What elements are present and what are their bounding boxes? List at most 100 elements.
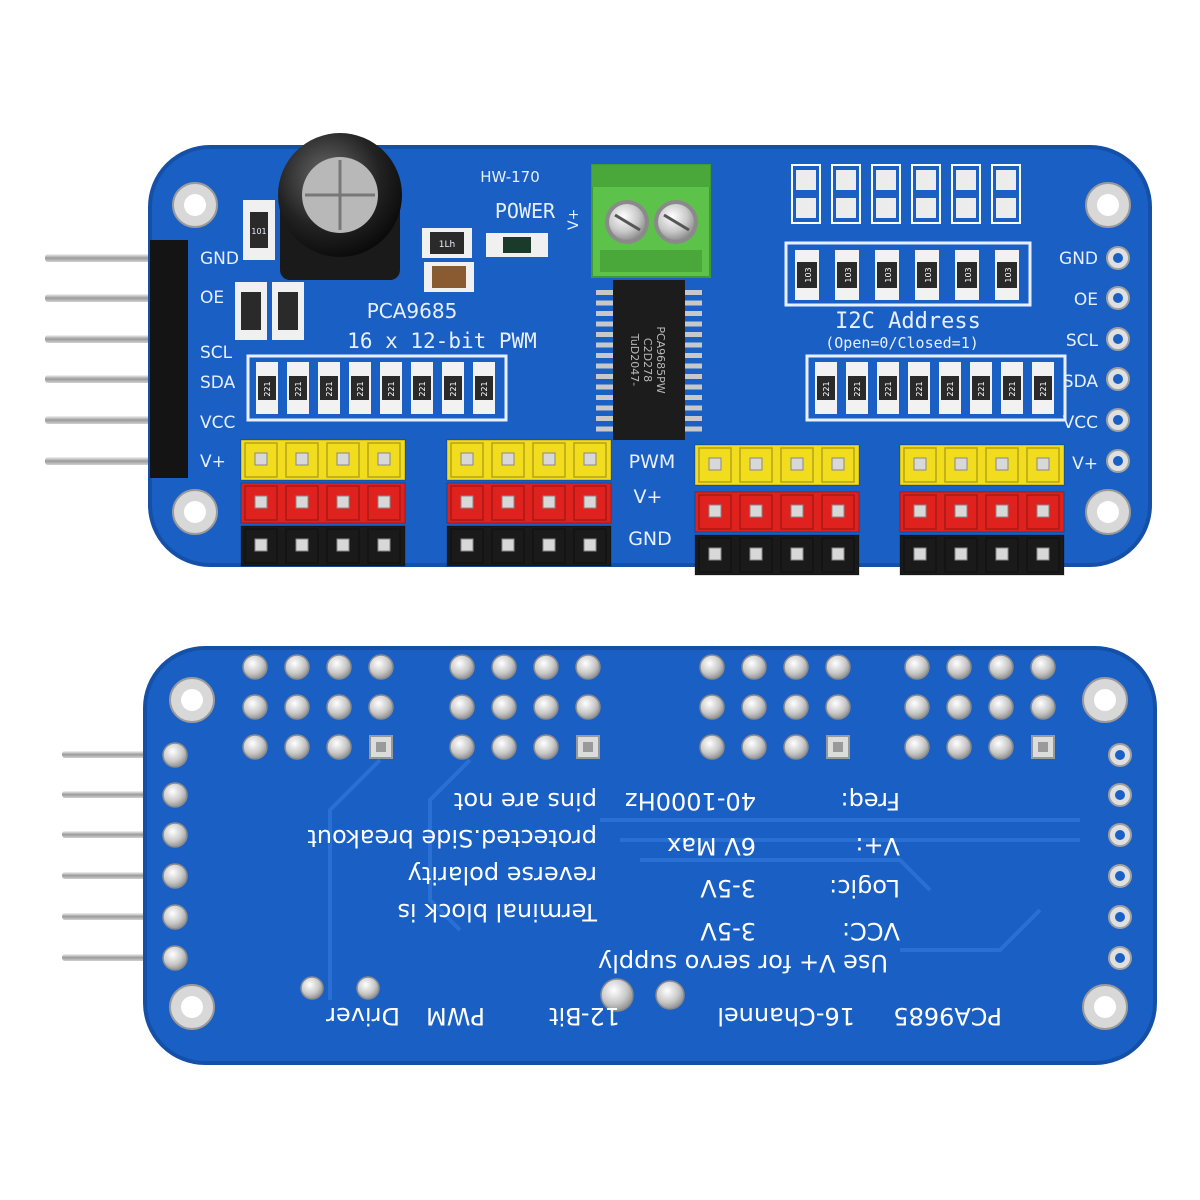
- jumper-pad: [876, 170, 896, 190]
- header-cell: [780, 537, 814, 573]
- side-pad-hole: [1115, 912, 1125, 922]
- resistor-body: [917, 262, 937, 288]
- pin-hole: [1113, 334, 1123, 344]
- back-solder-joints: [242, 654, 1056, 1012]
- resistor-code: 221: [822, 381, 831, 396]
- electrolytic-capacitor: [278, 133, 402, 280]
- solder-joint: [825, 694, 851, 720]
- chip-leg: [596, 374, 616, 379]
- header-cell: [450, 528, 484, 564]
- back-mounting-holes: [169, 677, 1128, 1030]
- solder-joint: [533, 734, 559, 760]
- header-cell: [285, 442, 319, 478]
- svg-text:OE: OE: [1074, 290, 1098, 310]
- resistor-code: 221: [356, 381, 365, 396]
- solder-joint: [356, 976, 380, 1000]
- resistor-code: 221: [325, 381, 334, 396]
- header-cell: [1026, 537, 1060, 573]
- side-solder-joint: [162, 742, 188, 768]
- address-resistor-outline: [784, 241, 1032, 307]
- svg-text:GND: GND: [628, 528, 672, 550]
- left-pin-labels: GND OE SCL SDA VCC V+: [200, 249, 239, 472]
- header-pin: [62, 831, 152, 838]
- chip-leg: [682, 395, 702, 400]
- header-cell: [698, 494, 732, 530]
- solder-joint: [946, 694, 972, 720]
- header-cell: [780, 494, 814, 530]
- header-cell: [532, 528, 566, 564]
- side-pad-hole: [1115, 871, 1125, 881]
- svg-text:C2D278: C2D278: [641, 338, 654, 382]
- side-solder-joint: [162, 863, 188, 889]
- resistor-code: 221: [1039, 381, 1048, 396]
- chip-leg: [596, 416, 616, 421]
- svg-text:101: 101: [251, 227, 266, 236]
- resistor-body: [879, 376, 897, 400]
- chip-leg: [596, 311, 616, 316]
- svg-text:Driver: Driver: [326, 1002, 400, 1030]
- back-traces: [328, 758, 1080, 1000]
- pin-hole: [1113, 293, 1123, 303]
- header-pin-tip: [954, 547, 968, 561]
- side-solder-joint: [162, 822, 188, 848]
- solder-joint: [988, 654, 1014, 680]
- header-cell: [985, 537, 1019, 573]
- jumper-pad: [836, 198, 856, 218]
- solder-square-core: [833, 742, 843, 752]
- header-cell: [698, 537, 732, 573]
- resistor-code: 103: [804, 267, 813, 282]
- jumper-pad: [956, 198, 976, 218]
- header-pin-tip: [749, 457, 763, 471]
- chip-leg: [682, 311, 702, 316]
- resistor-code: 221: [946, 381, 955, 396]
- header-cell: [285, 485, 319, 521]
- header-cell: [903, 494, 937, 530]
- header-cell: [450, 442, 484, 478]
- resistor-body: [848, 376, 866, 400]
- header-cell: [821, 537, 855, 573]
- solder-square-core: [583, 742, 593, 752]
- header-cell: [367, 528, 401, 564]
- pin-hole: [1113, 253, 1123, 263]
- svg-text:SDA: SDA: [200, 373, 236, 393]
- svg-text:V+: V+: [634, 486, 663, 508]
- solder-joint: [449, 694, 475, 720]
- chip-leg: [682, 416, 702, 421]
- solder-joint: [326, 734, 352, 760]
- solder-joint: [741, 694, 767, 720]
- resistor-body: [797, 262, 817, 288]
- header-pin-tip: [708, 457, 722, 471]
- header-cell: [367, 485, 401, 521]
- resistor-body: [941, 376, 959, 400]
- solder-joint: [284, 654, 310, 680]
- header-cell: [285, 528, 319, 564]
- resistor-code: 103: [1004, 267, 1013, 282]
- pin-hole: [1113, 374, 1123, 384]
- resistor-body: [1003, 376, 1021, 400]
- resistor-body: [320, 376, 338, 400]
- chip-leg: [682, 405, 702, 411]
- header-cell: [944, 537, 978, 573]
- resistor-body: [997, 262, 1017, 288]
- svg-text:OE: OE: [200, 288, 224, 308]
- svg-text:40-1000Hz: 40-1000Hz: [625, 787, 756, 815]
- resistor-body: [817, 376, 835, 400]
- svg-text:V+: V+: [1072, 454, 1098, 474]
- header-cell: [1026, 494, 1060, 530]
- svg-text:6V Max: 6V Max: [667, 832, 756, 860]
- resistor-code: 221: [294, 381, 303, 396]
- solder-joint: [904, 694, 930, 720]
- header-pin-tip: [1036, 547, 1050, 561]
- resistor-code: 221: [1008, 381, 1017, 396]
- solder-joint: [988, 734, 1014, 760]
- header-cell: [244, 485, 278, 521]
- resistor-body: [413, 376, 431, 400]
- header-pin-tip: [995, 504, 1009, 518]
- front-board: 101 1Lh HW-170 POWER V+: [45, 133, 1152, 576]
- svg-text:Logic:: Logic:: [829, 874, 900, 902]
- header-pin-tip: [954, 457, 968, 471]
- resistor-code: 221: [884, 381, 893, 396]
- pin-hole: [1113, 456, 1123, 466]
- header-pin-tip: [1036, 457, 1050, 471]
